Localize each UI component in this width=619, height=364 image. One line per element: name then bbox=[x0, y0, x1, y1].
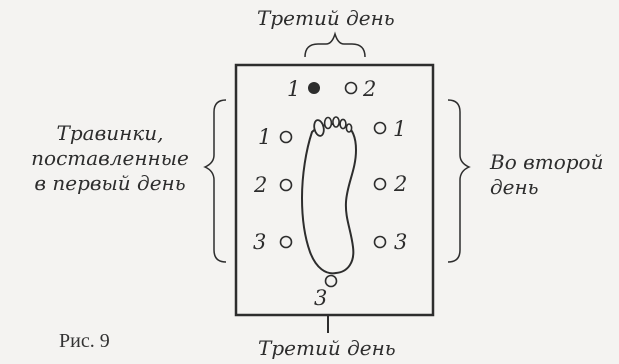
label-first-day-line-3: в первый день bbox=[20, 171, 200, 196]
position-label-top-left: 1 bbox=[287, 76, 300, 102]
marker-right-1 bbox=[375, 123, 386, 134]
toe-5 bbox=[346, 124, 351, 132]
label-first-day-line-1: Травинки, bbox=[20, 121, 200, 146]
position-label-top-right: 2 bbox=[363, 76, 376, 102]
marker-filled-top-left bbox=[308, 82, 320, 94]
label-second-day-line-1: Во второй bbox=[490, 150, 603, 175]
figure-caption: Рис. 9 bbox=[59, 330, 110, 353]
marker-right-2 bbox=[375, 179, 386, 190]
toe-4 bbox=[340, 119, 346, 128]
position-label-bottom: 3 bbox=[314, 285, 327, 311]
marker-left-2 bbox=[281, 180, 292, 191]
toe-2 bbox=[325, 118, 332, 129]
marker-right-3 bbox=[375, 237, 386, 248]
foot-outline bbox=[302, 124, 356, 273]
big-toe bbox=[313, 119, 325, 137]
marker-left-1 bbox=[281, 132, 292, 143]
label-second-day: Во второй день bbox=[490, 150, 603, 200]
position-label-left-1: 1 bbox=[258, 124, 271, 150]
marker-left-3 bbox=[281, 237, 292, 248]
right-brace bbox=[448, 100, 469, 262]
label-third-day-bottom: Третий день bbox=[258, 336, 396, 361]
toe-3 bbox=[333, 117, 339, 127]
position-label-left-3: 3 bbox=[253, 229, 266, 255]
label-third-day-top: Третий день bbox=[257, 6, 395, 31]
label-first-day-line-2: поставленные bbox=[20, 146, 200, 171]
position-label-right-2: 2 bbox=[394, 171, 407, 197]
marker-top-right bbox=[346, 83, 357, 94]
position-label-right-3: 3 bbox=[394, 229, 407, 255]
position-label-right-1: 1 bbox=[393, 116, 406, 142]
left-brace bbox=[205, 100, 226, 262]
top-brace bbox=[305, 34, 365, 57]
position-label-left-2: 2 bbox=[254, 172, 267, 198]
label-second-day-line-2: день bbox=[490, 175, 603, 200]
label-first-day: Травинки, поставленные в первый день bbox=[20, 121, 200, 196]
